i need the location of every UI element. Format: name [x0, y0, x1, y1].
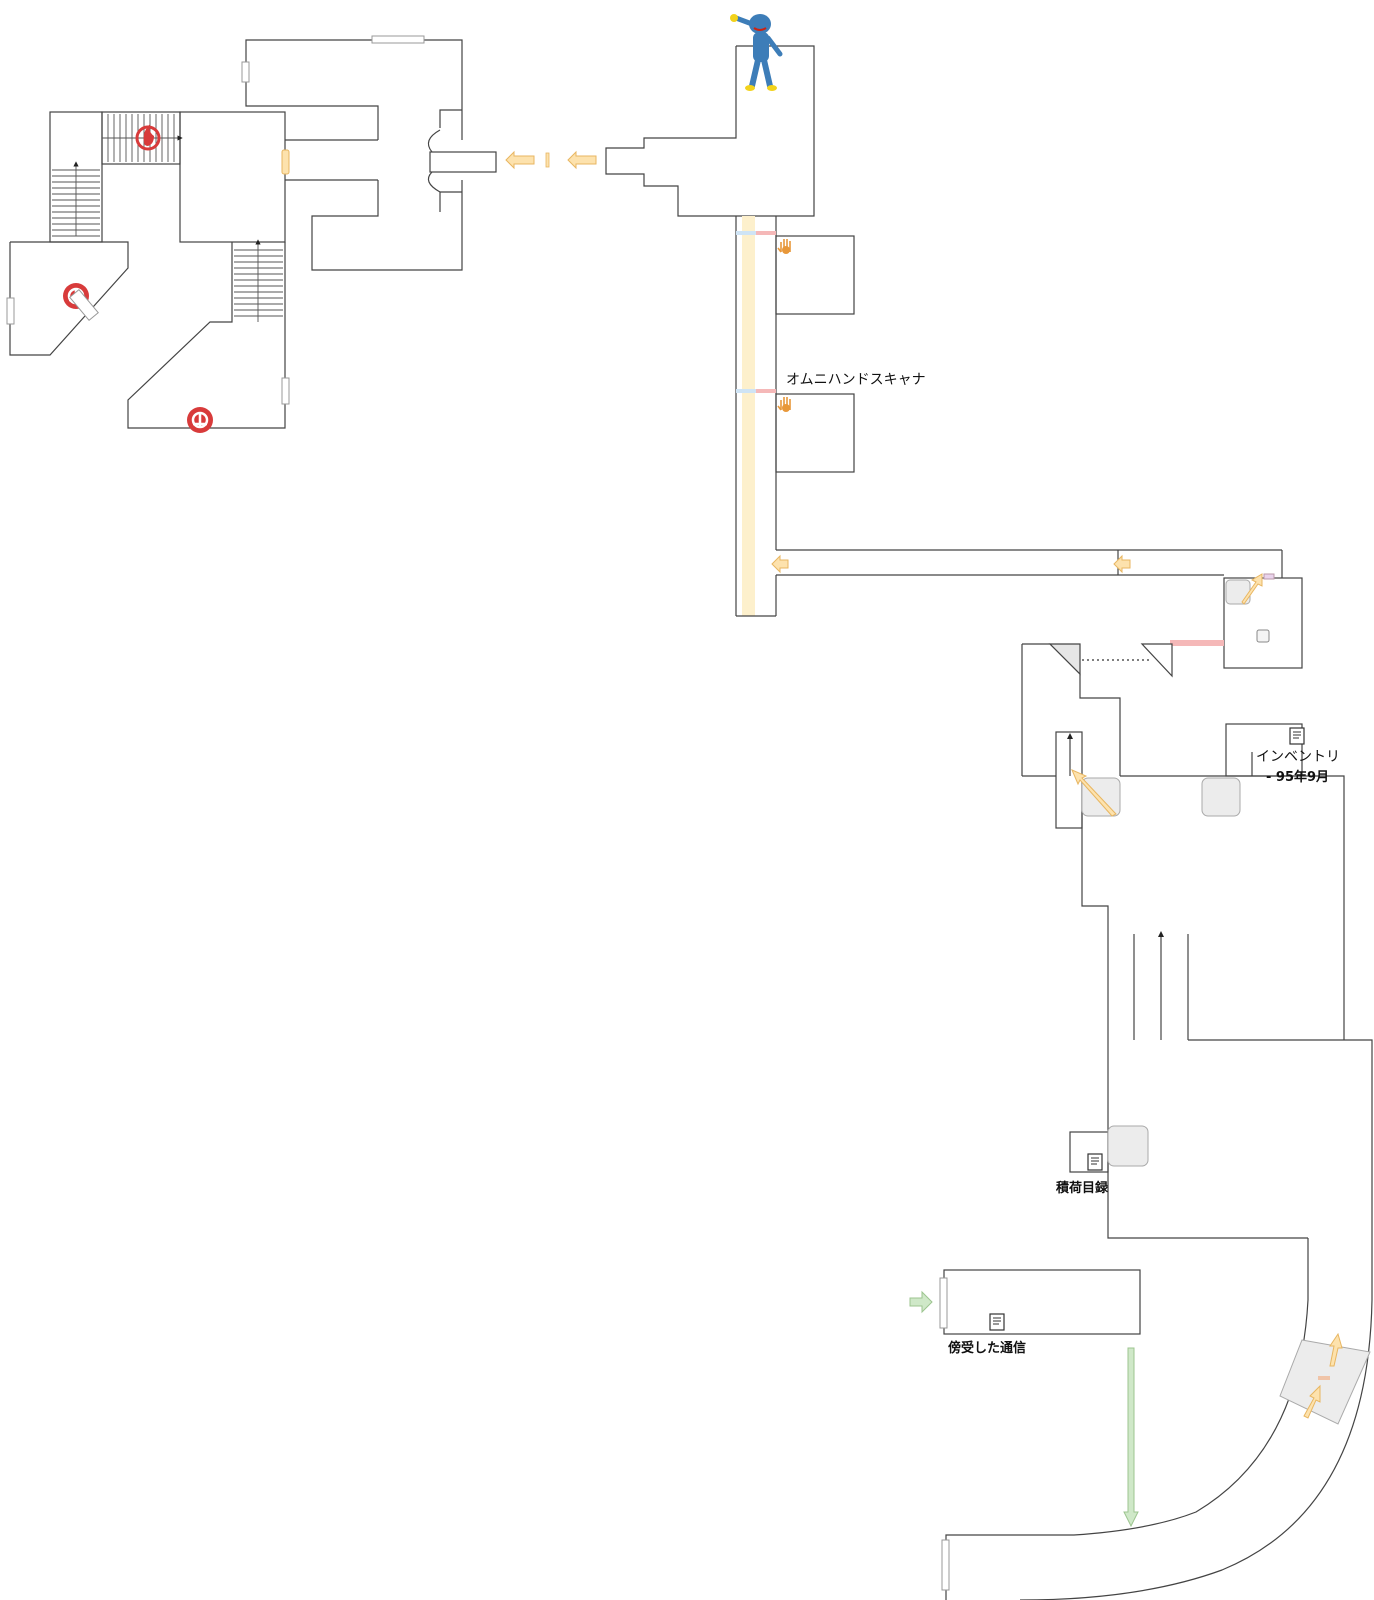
document-icon[interactable]	[1289, 727, 1305, 745]
save-point-icon[interactable]	[187, 407, 213, 433]
central-room	[179, 111, 286, 243]
path-arrow	[1071, 769, 1117, 817]
south-stairs	[234, 239, 283, 322]
button[interactable]	[1256, 629, 1270, 643]
lift-room	[1223, 577, 1303, 669]
door[interactable]	[939, 1277, 948, 1329]
enemy-room	[605, 45, 815, 217]
comms-room	[943, 1269, 1141, 1335]
annex-north	[245, 39, 463, 140]
yellow-door[interactable]	[281, 149, 290, 175]
side-room	[775, 235, 855, 315]
inventory-date-label: - 95年9月	[1266, 769, 1329, 785]
annex-corridor	[429, 151, 497, 173]
checkpoint-zone	[1279, 1339, 1371, 1425]
door[interactable]	[941, 1539, 950, 1591]
laser-barrier-red	[756, 389, 776, 393]
elevator-pad[interactable]	[1107, 1125, 1149, 1167]
side-room	[775, 393, 855, 473]
hand-scanner-icon[interactable]	[777, 397, 791, 412]
path-arrow	[1241, 573, 1263, 605]
start-arrow	[909, 1290, 933, 1314]
huggy-wuggy-icon	[730, 14, 783, 91]
door[interactable]	[6, 297, 15, 325]
path-arrow	[1329, 1332, 1343, 1367]
start-arrow	[1123, 1347, 1139, 1528]
path-arrow	[505, 150, 597, 170]
document-icon[interactable]	[989, 1313, 1005, 1331]
laser-barrier-blue	[736, 389, 756, 393]
elevator-pad[interactable]	[1201, 777, 1241, 817]
northeast-building: オムニハンドスキャナ	[605, 45, 1303, 669]
cargo-manifest-label: 積荷目録	[1055, 1180, 1109, 1196]
west-building	[6, 35, 497, 433]
path-arrow	[1303, 1384, 1321, 1419]
southeast-building: インベントリ - 95年9月 積荷目録 傍受した通信	[909, 643, 1373, 1600]
path-arrow	[1113, 554, 1131, 574]
laser-barrier-blue	[736, 231, 756, 235]
hand-scanner-icon[interactable]	[777, 239, 791, 254]
fire-icon	[135, 124, 161, 151]
door[interactable]	[281, 377, 290, 405]
laser-barrier-red	[756, 231, 776, 235]
door[interactable]	[241, 61, 250, 83]
south-room	[127, 242, 286, 429]
path-arrow	[771, 554, 789, 574]
door[interactable]	[371, 35, 425, 44]
annex-south	[311, 180, 463, 271]
west-stairs	[52, 161, 100, 237]
omni-hand-scanner-label: オムニハンドスキャナ	[786, 372, 926, 388]
intercepted-comms-label: 傍受した通信	[948, 1340, 1026, 1356]
document-icon[interactable]	[1087, 1153, 1103, 1171]
laser-barrier-red	[1170, 640, 1224, 646]
inventory-label: インベントリ	[1256, 749, 1340, 765]
north-stairs	[102, 114, 183, 162]
storage-room	[1022, 643, 1121, 776]
inventory-room	[1225, 723, 1303, 777]
